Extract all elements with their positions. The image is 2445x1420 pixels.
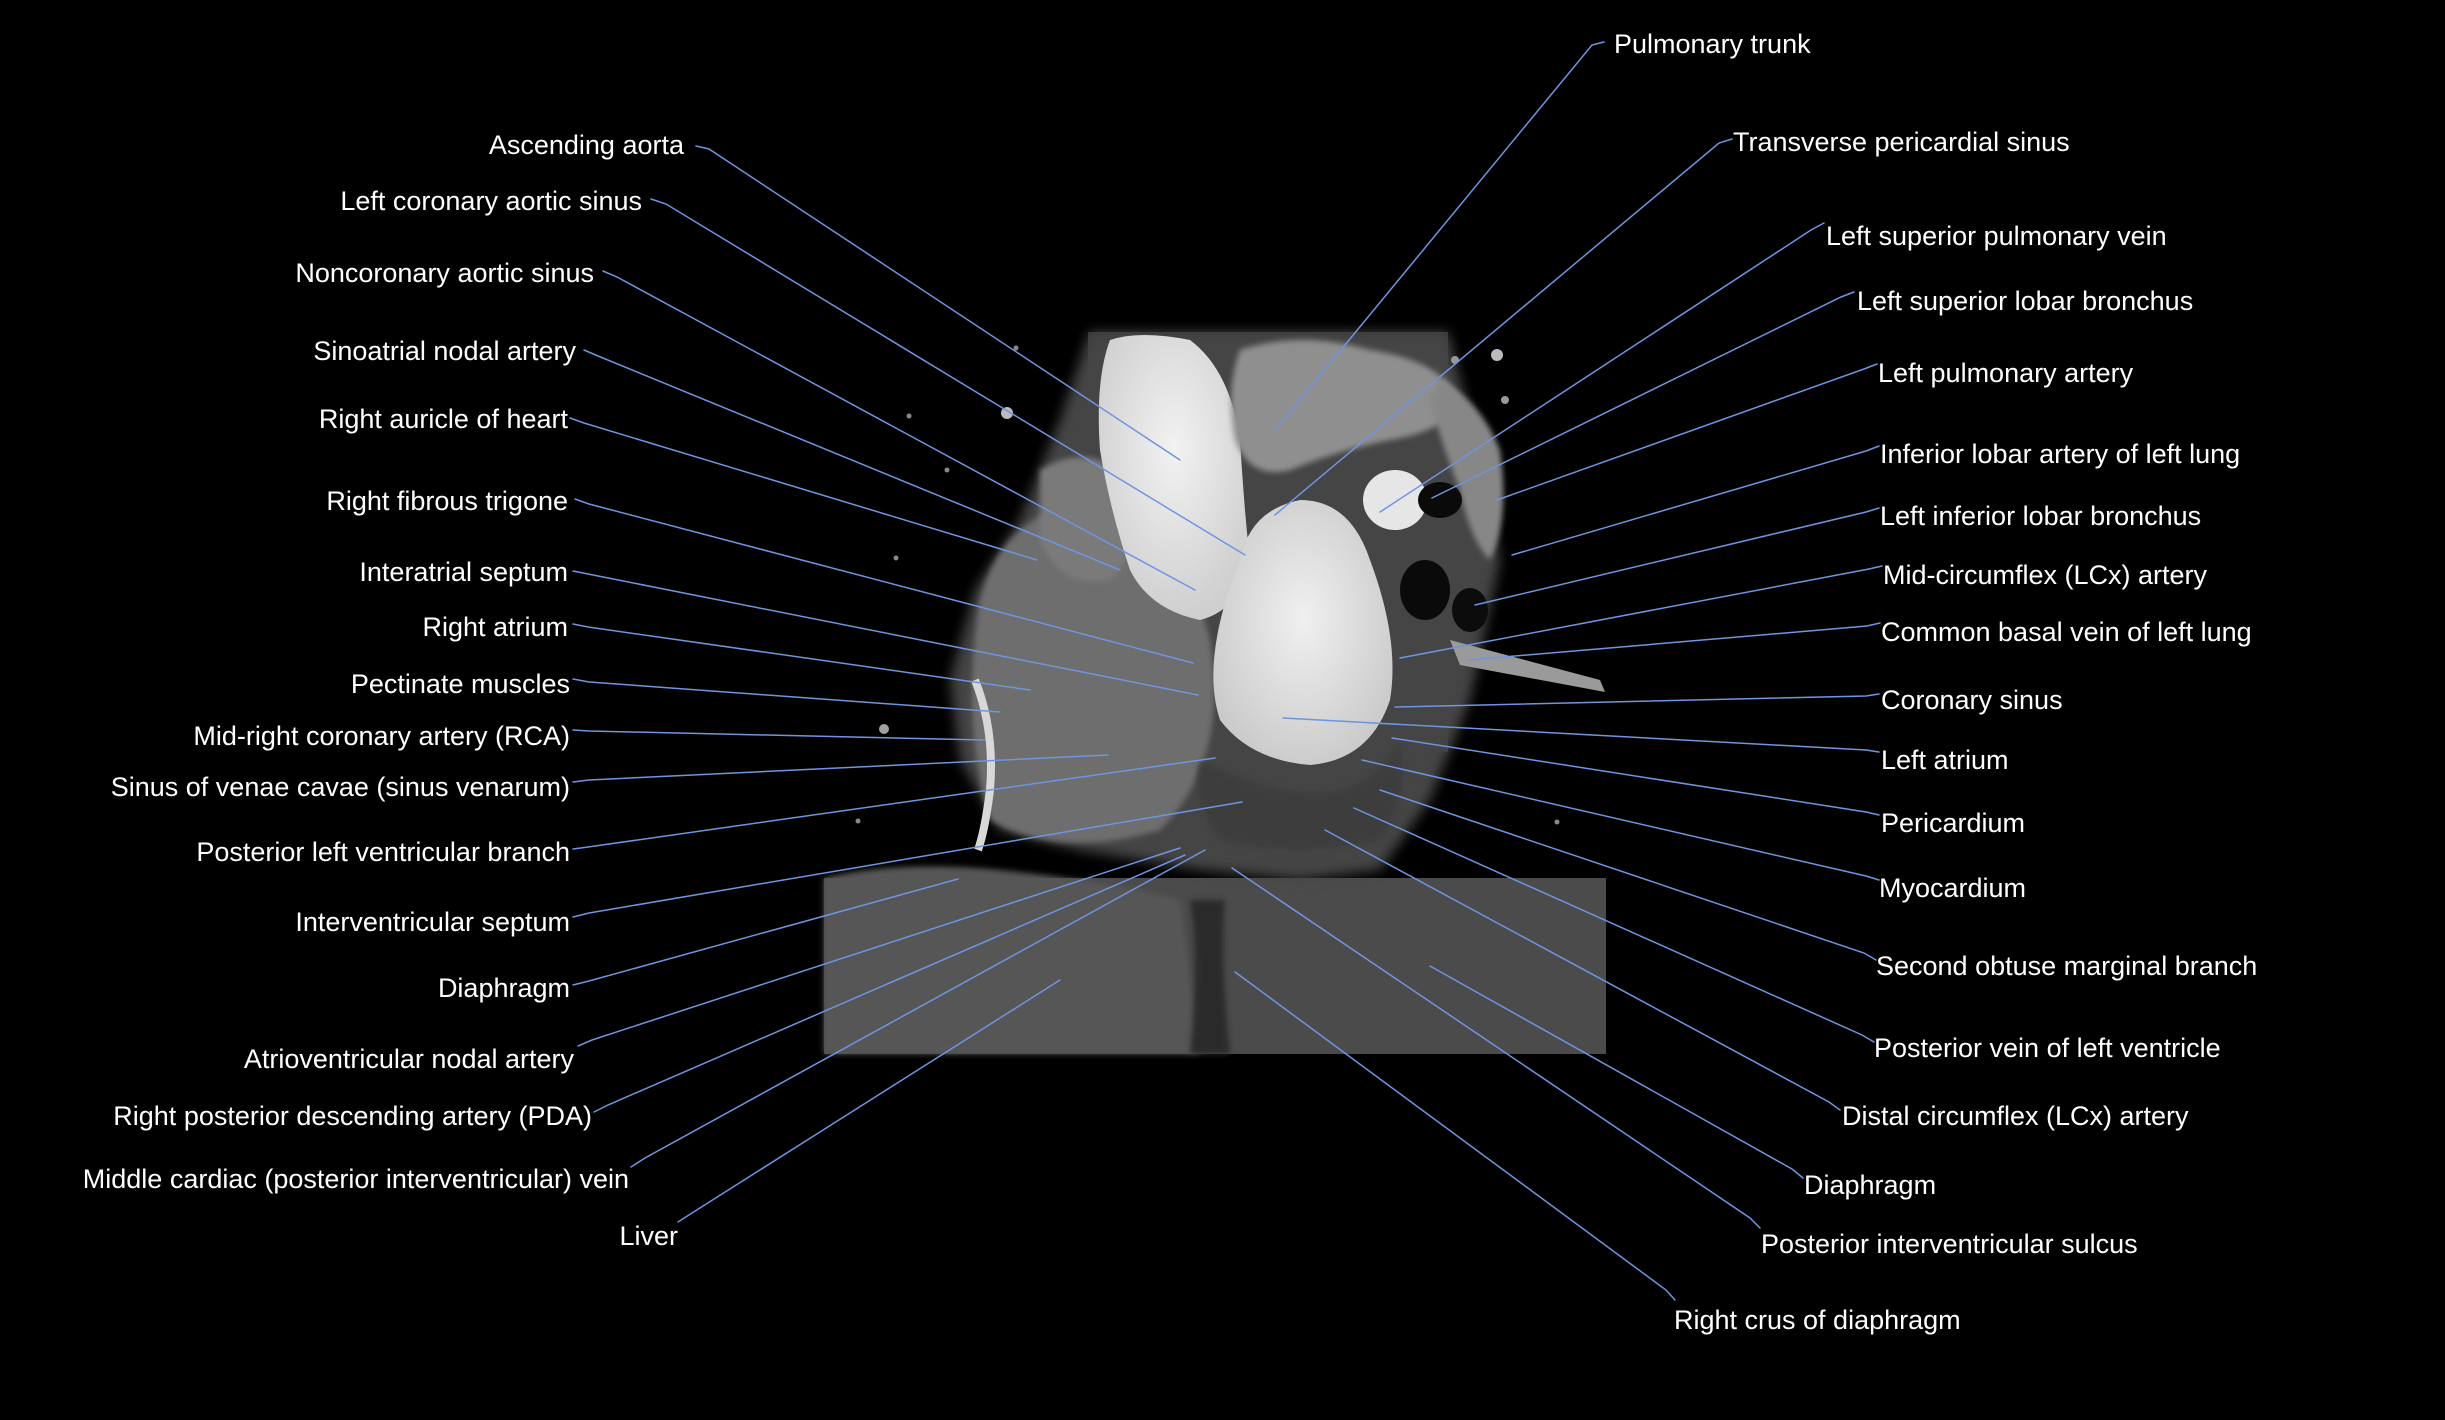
label-posterior-iv-sulcus: Posterior interventricular sulcus xyxy=(1761,1229,2138,1259)
leader-left-superior-pulmonary-vein xyxy=(1379,222,1825,513)
label-second-om-branch: Second obtuse marginal branch xyxy=(1876,951,2257,981)
leader-left-coronary-aortic-sinus xyxy=(650,198,1246,556)
leader-diaphragm-right xyxy=(1429,965,1804,1179)
label-right-fibrous-trigone: Right fibrous trigone xyxy=(326,486,568,516)
leader-left-atrium xyxy=(1282,717,1880,753)
label-diaphragm-right: Diaphragm xyxy=(1804,1170,1936,1200)
label-ascending-aorta: Ascending aorta xyxy=(489,130,685,160)
label-middle-cardiac-vein: Middle cardiac (posterior interventricul… xyxy=(83,1164,629,1194)
leader-diaphragm-left xyxy=(572,878,959,986)
leader-posterior-iv-sulcus xyxy=(1231,867,1761,1229)
leader-right-atrium xyxy=(572,623,1031,691)
label-posterior-lv-branch: Posterior left ventricular branch xyxy=(196,837,570,867)
labels-right: Pulmonary trunk Transverse pericardial s… xyxy=(1614,29,2257,1335)
leader-pericardium xyxy=(1391,737,1880,816)
leader-distal-circumflex xyxy=(1324,829,1841,1111)
label-posterior-vein-lv: Posterior vein of left ventricle xyxy=(1874,1033,2221,1063)
leader-interatrial-septum xyxy=(572,570,1199,696)
ct-coronal-image xyxy=(824,332,1606,1054)
leader-mid-circumflex xyxy=(1399,565,1883,659)
label-mid-circumflex: Mid-circumflex (LCx) artery xyxy=(1883,560,2208,590)
label-sinus-venarum: Sinus of venae cavae (sinus venarum) xyxy=(111,772,570,802)
label-left-superior-lobar-bronchus: Left superior lobar bronchus xyxy=(1857,286,2193,316)
label-pulmonary-trunk: Pulmonary trunk xyxy=(1614,29,1811,59)
label-left-inferior-lobar-bronchus: Left inferior lobar bronchus xyxy=(1880,501,2201,531)
label-pectinate-muscles: Pectinate muscles xyxy=(351,669,570,699)
leader-right-pda xyxy=(593,854,1186,1113)
label-liver: Liver xyxy=(619,1221,678,1251)
leader-posterior-vein-lv xyxy=(1353,807,1875,1043)
leader-liver xyxy=(677,979,1061,1223)
leader-left-pulmonary-artery xyxy=(1496,363,1878,501)
leader-mid-rca xyxy=(572,729,986,741)
label-pericardium: Pericardium xyxy=(1881,808,2025,838)
leader-pectinate-muscles xyxy=(572,678,1001,713)
leader-pulmonary-trunk xyxy=(1274,41,1605,431)
label-common-basal-vein: Common basal vein of left lung xyxy=(1881,617,2252,647)
label-left-pulmonary-artery: Left pulmonary artery xyxy=(1878,358,2134,388)
label-left-superior-pulmonary-vein: Left superior pulmonary vein xyxy=(1826,221,2167,251)
label-right-pda: Right posterior descending artery (PDA) xyxy=(113,1101,592,1131)
label-av-nodal-artery: Atrioventricular nodal artery xyxy=(244,1044,575,1074)
leader-av-nodal-artery xyxy=(577,847,1181,1047)
label-left-atrium: Left atrium xyxy=(1881,745,2009,775)
leader-transverse-pericardial-sinus xyxy=(1274,138,1733,516)
label-diaphragm-left: Diaphragm xyxy=(438,973,570,1003)
leader-lines xyxy=(569,41,1883,1301)
label-left-coronary-aortic-sinus: Left coronary aortic sinus xyxy=(340,186,642,216)
leader-interventricular-septum xyxy=(572,801,1243,918)
leader-left-inferior-lobar-bronchus xyxy=(1474,507,1880,606)
leader-common-basal-vein xyxy=(1467,622,1881,661)
leader-inferior-lobar-artery xyxy=(1511,445,1880,556)
leader-ascending-aorta xyxy=(695,145,1181,461)
leader-second-om-branch xyxy=(1379,789,1877,961)
leader-sinus-venarum xyxy=(572,754,1109,783)
leader-right-fibrous-trigone xyxy=(574,498,1194,664)
leader-myocardium xyxy=(1361,759,1880,881)
label-right-crus: Right crus of diaphragm xyxy=(1674,1305,1961,1335)
label-right-auricle: Right auricle of heart xyxy=(319,404,569,434)
leader-middle-cardiac-vein xyxy=(630,849,1206,1168)
leader-sinoatrial-nodal-artery xyxy=(583,349,1121,571)
label-interatrial-septum: Interatrial septum xyxy=(359,557,568,587)
label-interventricular-septum: Interventricular septum xyxy=(295,907,570,937)
leader-right-auricle xyxy=(569,417,1038,561)
label-transverse-pericardial-sinus: Transverse pericardial sinus xyxy=(1733,127,2070,157)
label-myocardium: Myocardium xyxy=(1879,873,2026,903)
label-right-atrium: Right atrium xyxy=(422,612,568,642)
label-sinoatrial-nodal-artery: Sinoatrial nodal artery xyxy=(313,336,576,366)
leader-noncoronary-aortic-sinus xyxy=(602,270,1196,591)
label-distal-circumflex: Distal circumflex (LCx) artery xyxy=(1842,1101,2189,1131)
label-inferior-lobar-artery: Inferior lobar artery of left lung xyxy=(1880,439,2240,469)
leader-right-crus xyxy=(1234,971,1676,1301)
label-mid-rca: Mid-right coronary artery (RCA) xyxy=(193,721,570,751)
leader-posterior-lv-branch xyxy=(572,757,1216,850)
leader-left-superior-lobar-bronchus xyxy=(1431,291,1855,499)
leader-coronary-sinus xyxy=(1394,693,1880,708)
label-coronary-sinus: Coronary sinus xyxy=(1881,685,2063,715)
label-noncoronary-aortic-sinus: Noncoronary aortic sinus xyxy=(295,258,594,288)
labels-left: Ascending aorta Left coronary aortic sin… xyxy=(83,130,685,1251)
